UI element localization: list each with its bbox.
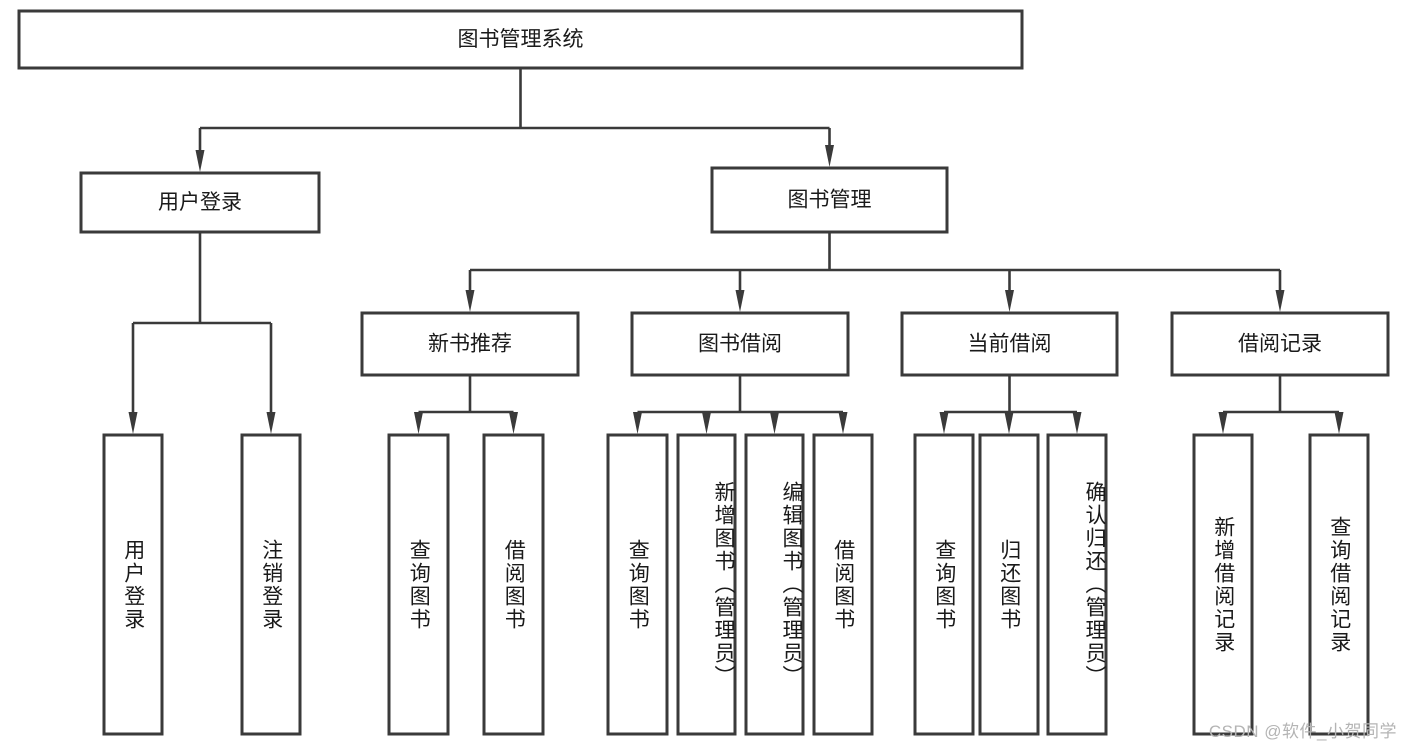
node-level3-借阅记录[interactable]: 借阅记录	[1170, 311, 1390, 377]
arrow-head-icon	[266, 412, 276, 434]
arrow-head-icon	[1004, 412, 1014, 434]
node-leaf-10[interactable]	[1046, 433, 1108, 736]
node-label: 借阅记录	[1238, 333, 1322, 356]
node-label: 用户登录	[158, 191, 242, 214]
node-level2-用户登录[interactable]: 用户登录	[79, 171, 321, 234]
node-label: 图书管理系统	[458, 28, 584, 51]
arrow-head-icon	[509, 412, 518, 434]
node-leaf-6[interactable]	[744, 433, 805, 736]
arrow-head-icon	[939, 412, 949, 434]
arrow-head-icon	[1218, 412, 1228, 434]
node-leaf-1[interactable]	[240, 433, 302, 736]
arrow-head-icon	[838, 412, 848, 434]
node-label: 当前借阅	[968, 333, 1052, 356]
arrow-head-icon	[633, 412, 642, 434]
connector-edges	[128, 68, 1344, 434]
node-label: 新书推荐	[428, 333, 512, 356]
arrow-head-icon	[1334, 412, 1344, 434]
node-root-图书管理系统[interactable]: 图书管理系统	[17, 9, 1024, 70]
node-leaf-8[interactable]	[913, 433, 975, 736]
arrow-head-icon	[770, 412, 779, 434]
node-leaf-2[interactable]	[387, 433, 450, 736]
arrow-head-icon	[1005, 290, 1014, 312]
node-level3-当前借阅[interactable]: 当前借阅	[900, 311, 1119, 377]
node-leaf-0[interactable]	[102, 433, 164, 736]
arrow-head-icon	[1275, 290, 1285, 312]
node-leaf-12[interactable]	[1308, 433, 1370, 736]
node-label: 图书借阅	[698, 333, 782, 356]
arrow-head-icon	[195, 150, 205, 172]
node-leaf-3[interactable]	[482, 433, 545, 736]
node-level2-图书管理[interactable]: 图书管理	[710, 166, 949, 234]
node-leaf-7[interactable]	[812, 433, 874, 736]
node-leaf-11[interactable]	[1192, 433, 1254, 736]
node-level3-新书推荐[interactable]: 新书推荐	[360, 311, 580, 377]
arrow-head-icon	[825, 145, 834, 167]
node-leaf-5[interactable]	[676, 433, 737, 736]
node-label: 图书管理	[788, 189, 872, 212]
arrow-head-icon	[702, 412, 711, 434]
arrow-head-icon	[414, 412, 423, 434]
watermark-text: CSDN @软件_小贺同学	[1208, 722, 1397, 741]
node-level3-图书借阅[interactable]: 图书借阅	[630, 311, 850, 377]
node-leaf-4[interactable]	[606, 433, 669, 736]
arrow-head-icon	[735, 290, 745, 312]
node-leaf-9[interactable]	[978, 433, 1040, 736]
arrow-head-icon	[128, 412, 138, 434]
arrow-head-icon	[1072, 412, 1082, 434]
arrow-head-icon	[465, 290, 475, 312]
